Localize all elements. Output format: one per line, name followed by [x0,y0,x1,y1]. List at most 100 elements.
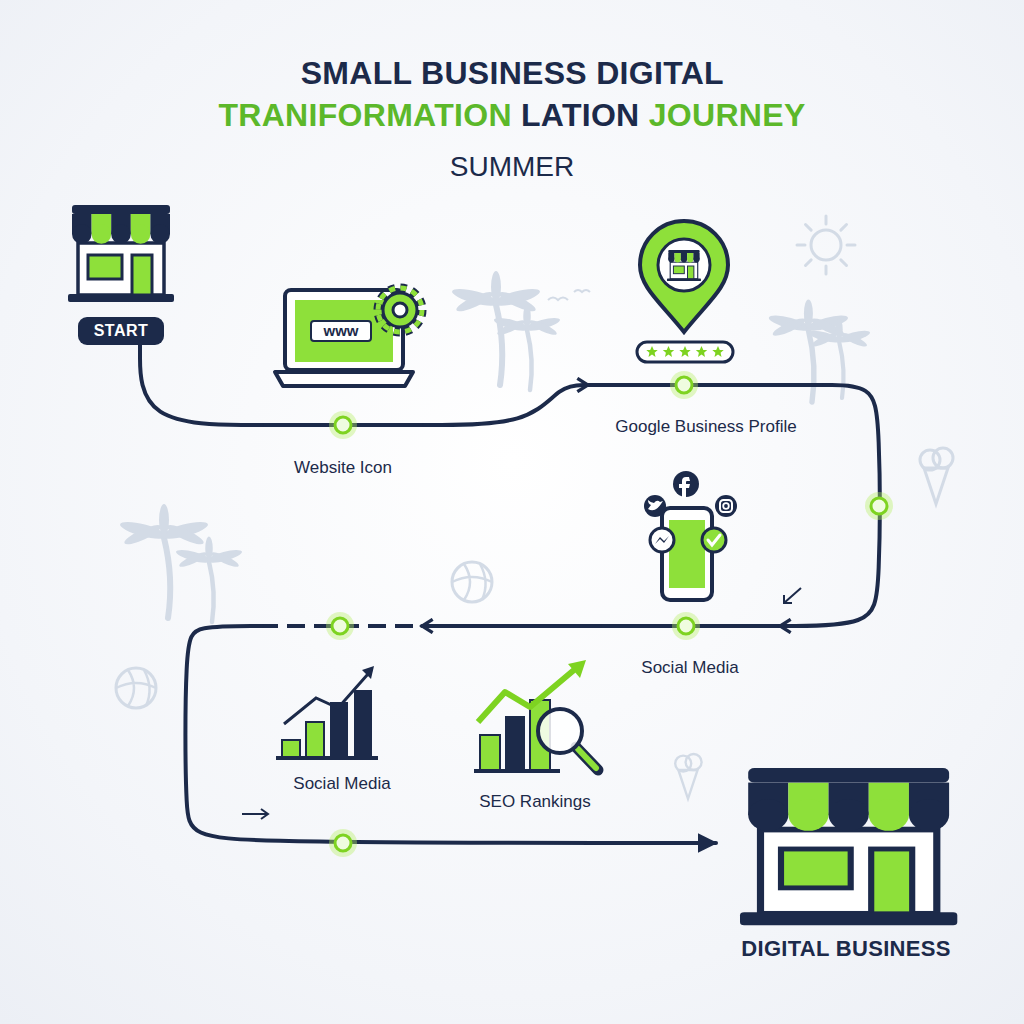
summer-decoration [825,266,828,274]
node-label: DIGITAL BUSINESS [741,936,950,962]
path-stub [260,385,826,626]
website-icon [378,288,422,332]
milestone-node: Website Icon [262,404,424,482]
node-label: START [94,321,149,341]
phone-social-icon [644,471,737,600]
phone-social-icon [644,495,666,517]
phone-social-icon [720,500,732,512]
milestone-dot [329,829,357,857]
subtitle: SUMMER [0,150,1024,184]
digital-shop-icon [740,768,957,925]
goal-node: DIGITAL BUSINESS [716,760,976,966]
title-word: DIGITAL [596,55,723,91]
phone-social-icon [650,528,674,552]
milestone-dot [676,377,692,393]
direction-arrow [784,588,801,603]
milestone-dot [670,371,698,399]
website-icon [275,288,422,386]
seo-chart-icon [538,709,582,753]
seo-chart-icon [480,735,500,770]
phone-social-icon [702,528,726,552]
growth-chart-icon [306,722,324,757]
website-icon [378,288,422,332]
milestone-dot [326,371,893,857]
summer-decoration [920,448,953,504]
phone-social-icon [662,508,712,600]
website-icon [275,372,413,386]
summer-decoration [841,224,847,230]
location-pin-icon [637,221,733,362]
website-icon [393,303,407,317]
seo-chart-icon [474,769,560,773]
seo-chart-icon [576,747,598,770]
milestone-node: Google Business Profile [588,370,824,441]
growth-chart-icon [354,690,372,757]
phone-social-icon [673,471,699,497]
journey-path [422,624,600,628]
milestone-dot [672,612,700,640]
milestone-dot [329,411,357,439]
website-icon [383,293,417,327]
location-pin-icon [646,346,723,357]
seo-chart-icon [578,749,596,768]
summer-decoration [675,754,701,799]
path-stub [586,383,826,387]
connector-layer [140,345,880,843]
node-label: Social Media [293,774,390,794]
milestone-node: Social Media [600,610,780,682]
phone-social-icon [669,520,705,588]
growth-chart-icon [276,756,378,760]
summer-decoration [805,260,811,266]
phone-social-icon [723,503,729,509]
url-text: www [310,320,372,342]
milestone-dot [335,835,351,851]
summer-decoration [116,216,953,799]
growth-chart-icon [284,674,368,724]
seo-chart-icon [474,660,598,771]
milestone-node: Social Media [262,610,422,798]
phone-social-icon [715,495,737,517]
milestone-dot [335,417,351,433]
growth-chart-icon [330,702,348,757]
summer-decoration [452,562,492,602]
title-word: SMALL [301,55,412,91]
location-pin-icon [658,239,710,291]
summer-decoration [116,668,156,708]
title-word [587,55,596,91]
milestone-dot [326,612,354,640]
seo-chart-icon [568,660,586,678]
summer-decoration [811,230,841,260]
summer-decoration [175,537,243,623]
location-pin-icon [646,346,657,357]
location-pin-icon [640,221,728,332]
start-shop-icon [68,205,174,302]
journey-path [185,626,716,843]
title-word: JOURNEY [649,97,806,133]
title-word [512,97,521,133]
node-label: Google Business Profile [615,417,796,437]
milestone-dot [678,618,694,634]
location-pin-icon [712,346,723,357]
summer-decoration [548,290,590,300]
direction-arrow [242,809,268,819]
journey-path [140,345,262,425]
milestone-dot [871,498,887,514]
milestone-dot [332,618,348,634]
milestone-node: SEO Rankings [460,786,610,816]
growth-chart-icon [362,666,374,679]
direction-arrow [242,588,801,819]
location-pin-icon [696,346,707,357]
title: SMALL BUSINESS DIGITAL TRANIFORMATION LA… [162,52,862,136]
digital-shop-icon [740,768,957,925]
title-word: LATION [521,97,640,133]
growth-chart-icon [276,666,378,758]
phone-social-icon [708,535,720,545]
phone-social-icon [648,500,663,510]
title-word [412,55,421,91]
summer-decoration [493,305,561,391]
summer-decoration [797,244,805,247]
node-label: SEO Rankings [479,792,591,812]
seo-chart-icon [505,716,525,770]
summer-decoration [797,216,855,274]
